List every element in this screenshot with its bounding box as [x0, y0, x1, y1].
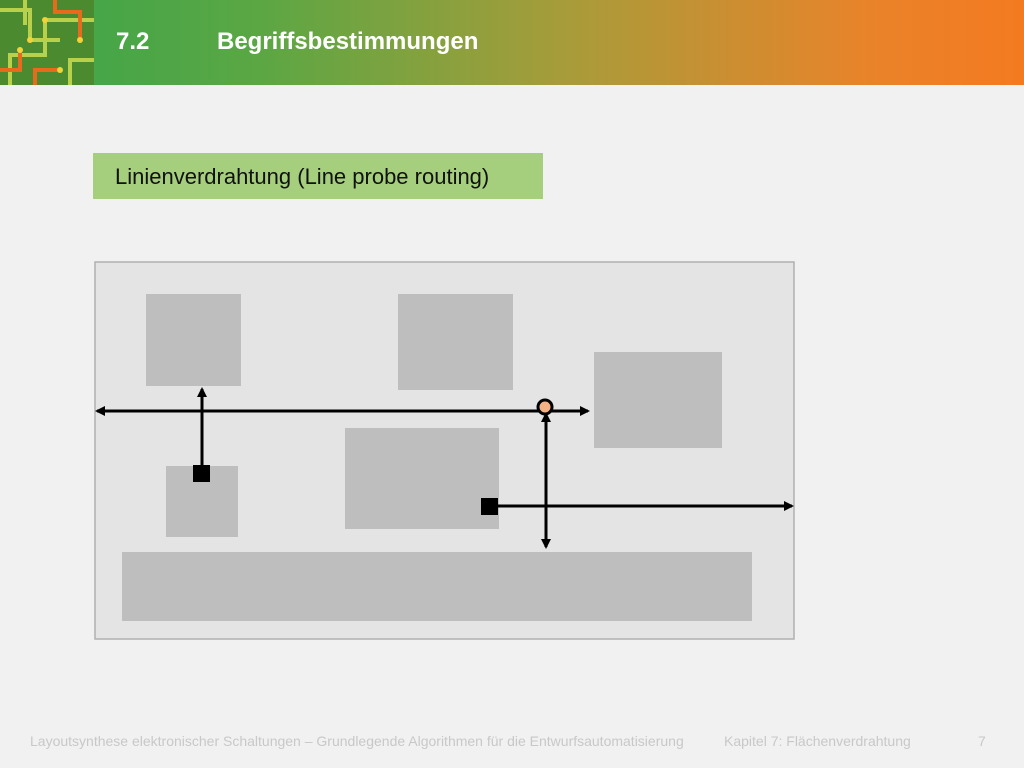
obstacle-block: [345, 428, 499, 529]
source-terminal: [193, 465, 210, 482]
obstacle-block: [594, 352, 722, 448]
intersection-point: [536, 398, 554, 416]
slide-title: Begriffsbestimmungen: [217, 28, 479, 55]
subtitle-text: Linienverdrahtung (Line probe routing): [115, 164, 490, 189]
obstacle-block: [122, 552, 752, 621]
footer-course: Layoutsynthese elektronischer Schaltunge…: [30, 733, 684, 749]
header-bar: 7.2 Begriffsbestimmungen: [0, 0, 1024, 85]
section-number: 7.2: [116, 28, 150, 55]
footer-chapter: Kapitel 7: Flächenverdrahtung: [724, 733, 911, 749]
obstacle-block: [146, 294, 241, 386]
circuit-board-logo: [0, 0, 94, 85]
subtitle-box: Linienverdrahtung (Line probe routing): [93, 153, 543, 199]
obstacle-block: [398, 294, 513, 390]
target-terminal: [481, 498, 498, 515]
page-number: 7: [978, 733, 986, 749]
